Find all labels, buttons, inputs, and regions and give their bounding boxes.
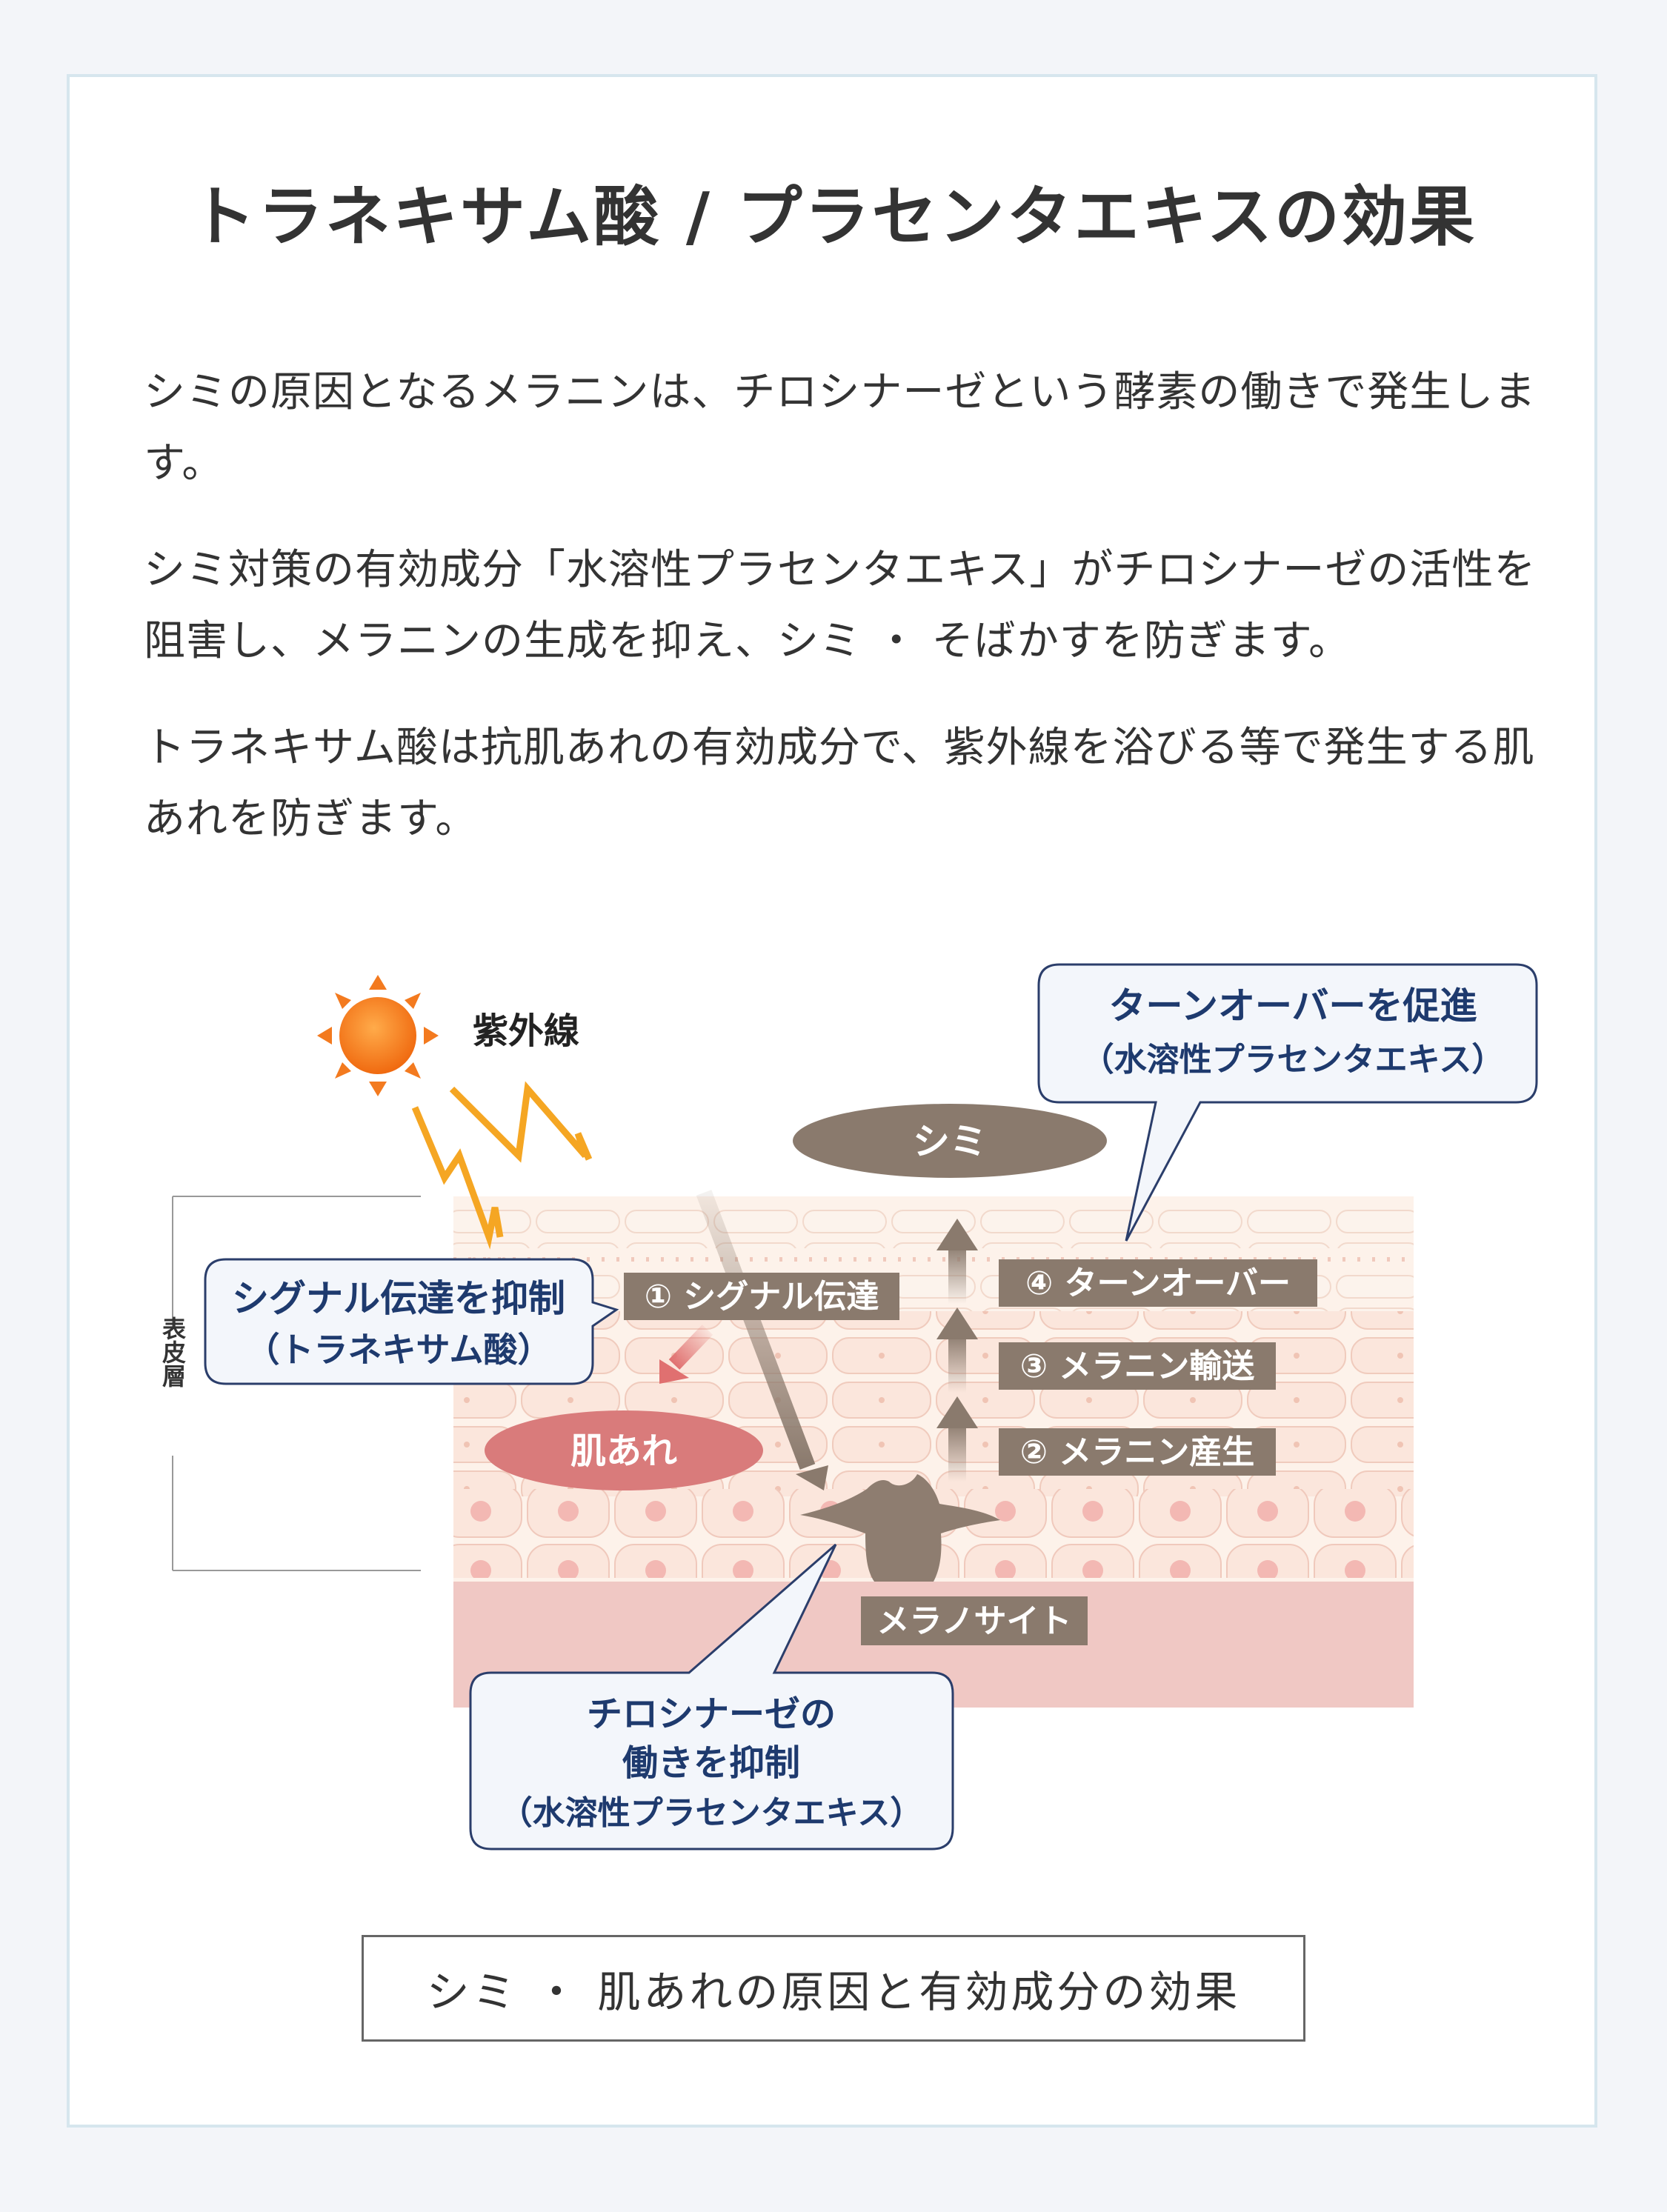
callout-tyrosinase: チロシナーゼの 働きを抑制 （水溶性プラセンタエキス） [469, 1543, 954, 1850]
paragraph-placenta-effect: シミ対策の有効成分「水溶性プラセンタエキス」がチロシナーゼの活性を阻害し、メラニ… [144, 546, 1537, 665]
svg-text:① シグナル伝達: ① シグナル伝達 [645, 1278, 879, 1316]
epidermis-label: 表皮層 [159, 1316, 187, 1388]
hadaare-label: 肌あれ [570, 1430, 677, 1472]
diagram-caption: シミ ・ 肌あれの原因と有効成分の効果 [362, 1935, 1305, 2042]
svg-text:（トラネキサム酸）: （トラネキサム酸） [245, 1330, 551, 1370]
melanin-up-arrows [936, 1219, 978, 1482]
paragraph-melanin-cause: シミの原因となるメラニンは、チロシナーゼという酵素の働きで発生します。 [144, 368, 1537, 487]
melanocyte-cell [800, 1474, 1000, 1582]
callout-turnover: ターンオーバーを促進 （水溶性プラセンタエキス） [1037, 963, 1538, 1242]
page-title: トラネキサム酸 / プラセンタエキスの効果 [190, 179, 1477, 255]
svg-text:シグナル伝達を抑制: シグナル伝達を抑制 [232, 1277, 565, 1320]
hadaare-arrow [659, 1325, 713, 1384]
melanocyte-label-box [861, 1596, 1088, 1645]
svg-text:（水溶性プラセンタエキス）: （水溶性プラセンタエキス） [500, 1794, 923, 1832]
uv-label: 紫外線 [473, 1010, 579, 1052]
svg-text:② メラニン産生: ② メラニン産生 [1020, 1433, 1255, 1471]
shimi-spot [793, 1104, 1107, 1178]
step-2: ② メラニン産生 [999, 1428, 1276, 1476]
callout-signal: シグナル伝達を抑制 （トラネキサム酸） [204, 1258, 619, 1385]
shimi-label: シミ [913, 1120, 987, 1163]
step-1: ① シグナル伝達 [624, 1273, 899, 1320]
sun-icon [317, 975, 439, 1096]
svg-text:ターンオーバーを促進: ターンオーバーを促進 [1109, 985, 1477, 1027]
melanocyte-label: メラノサイト [876, 1602, 1071, 1640]
signal-arrow [696, 1190, 828, 1490]
lightning-icon [411, 1081, 593, 1250]
svg-text:③ メラニン輸送: ③ メラニン輸送 [1020, 1347, 1255, 1385]
epidermis-bracket [172, 1196, 421, 1571]
svg-text:チロシナーゼの: チロシナーゼの [587, 1693, 836, 1735]
step-3: ③ メラニン輸送 [999, 1342, 1276, 1390]
svg-text:働きを抑制: 働きを抑制 [622, 1742, 800, 1784]
paragraph-tranexamic-effect: トラネキサム酸は抗肌あれの有効成分で、紫外線を浴びる等で発生する肌あれを防ぎます… [144, 724, 1535, 843]
svg-text:（水溶性プラセンタエキス）: （水溶性プラセンタエキス） [1082, 1041, 1505, 1079]
hadaare-spot [485, 1410, 763, 1490]
svg-text:④ ターンオーバー: ④ ターンオーバー [1025, 1265, 1291, 1302]
step-4: ④ ターンオーバー [999, 1259, 1317, 1307]
